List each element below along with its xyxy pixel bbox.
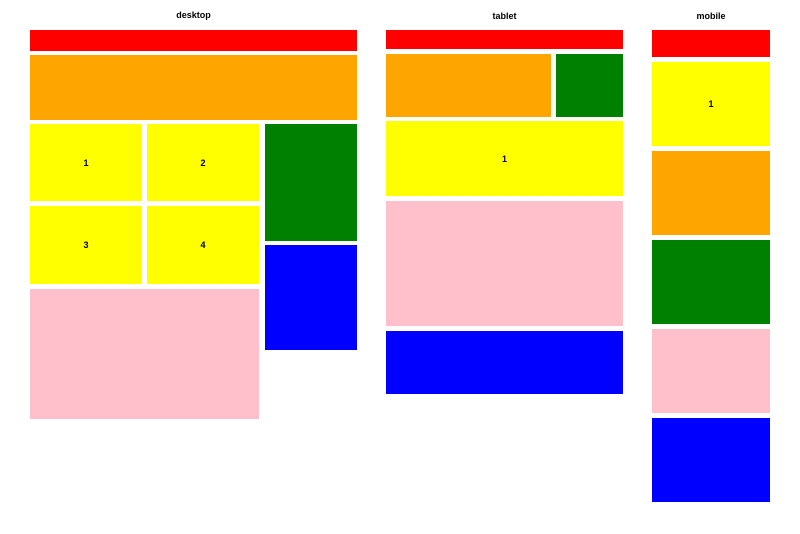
tablet-content-block-1: 1 xyxy=(386,121,623,196)
desktop-content-block-3: 3 xyxy=(30,206,142,284)
desktop-title: desktop xyxy=(176,10,211,20)
mobile-main-block xyxy=(652,329,770,413)
mobile-content-block-1: 1 xyxy=(652,62,770,146)
desktop-content-block-4: 4 xyxy=(147,206,259,284)
desktop-main-block xyxy=(30,289,259,419)
mobile-nav-block xyxy=(652,151,770,235)
tablet-nav-block xyxy=(386,54,551,117)
block-number: 3 xyxy=(83,240,89,250)
desktop-header-block xyxy=(30,30,357,51)
tablet-title: tablet xyxy=(492,11,517,21)
block-number: 1 xyxy=(501,153,507,164)
tablet-main-block xyxy=(386,201,623,326)
block-number: 4 xyxy=(200,240,206,250)
block-number: 1 xyxy=(708,99,714,109)
desktop-nav-block xyxy=(30,55,357,120)
mobile-footer-block xyxy=(652,418,770,502)
mobile-title: mobile xyxy=(696,11,726,21)
tablet-aside-block xyxy=(556,54,623,117)
desktop-aside-block xyxy=(265,124,357,241)
mobile-header-block xyxy=(652,30,770,57)
tablet-header-block xyxy=(386,30,623,49)
mobile-aside-block xyxy=(652,240,770,324)
desktop-footer-block xyxy=(265,245,357,350)
block-number: 2 xyxy=(200,157,206,168)
desktop-content-block-2: 2 xyxy=(147,124,259,201)
desktop-content-block-1: 1 xyxy=(30,124,142,201)
block-number: 1 xyxy=(83,157,89,168)
tablet-footer-block xyxy=(386,331,623,394)
